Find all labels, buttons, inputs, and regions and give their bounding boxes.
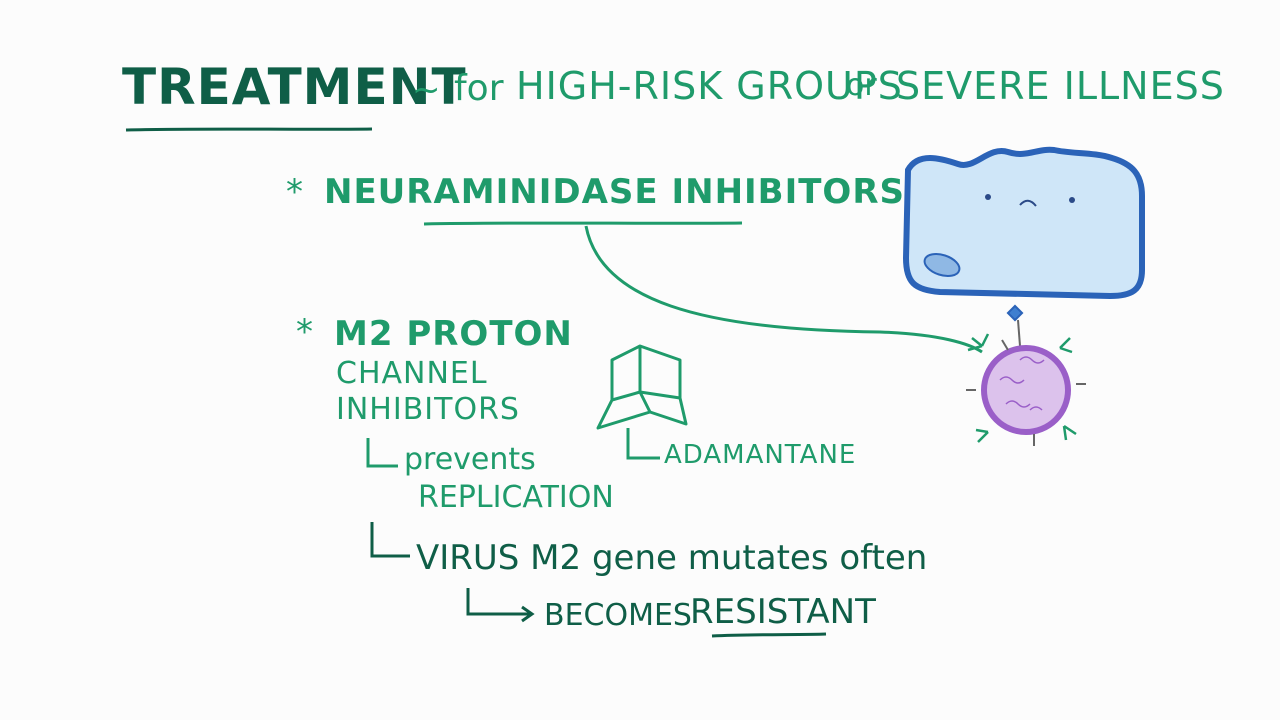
connector-line [584,225,983,354]
mutates-bracket [370,522,410,558]
replication-text: REPLICATION [418,480,614,515]
neuraminidase-underline [423,221,743,226]
channel-label: CHANNEL [336,356,488,391]
m2-proton-label: M2 PROTON [334,314,573,354]
prevents-text: prevents [404,442,536,477]
subtitle-or: or [846,68,877,103]
resistant-text: RESISTANT [690,592,876,632]
page-title: TREATMENT [122,58,467,116]
neuraminidase-label: NEURAMINIDASE INHIBITORS [324,172,905,212]
arrow-head-icon [521,605,535,623]
adamantane-text: ADAMANTANE [664,440,857,470]
title-underline [125,127,373,132]
becomes-text: BECOMES [544,598,692,633]
virus-icon [966,319,1086,446]
subtitle-for: for [454,68,504,109]
inhibitors-label: INHIBITORS [336,392,520,427]
cell-icon [902,146,1145,322]
adamantane-bracket [626,428,660,460]
mutates-text: VIRUS M2 gene mutates often [416,538,928,578]
bullet-star-1: * [286,172,303,212]
prevents-bracket [366,438,398,468]
resistant-underline [711,632,827,638]
subtitle-group: HIGH-RISK GROUPS [516,64,903,108]
title-tilde: ~ [412,70,441,110]
bullet-star-2: * [296,312,313,352]
becomes-arrow [466,588,530,616]
subtitle-illness: SEVERE ILLNESS [896,64,1225,108]
adamantane-molecule-icon [596,344,688,430]
